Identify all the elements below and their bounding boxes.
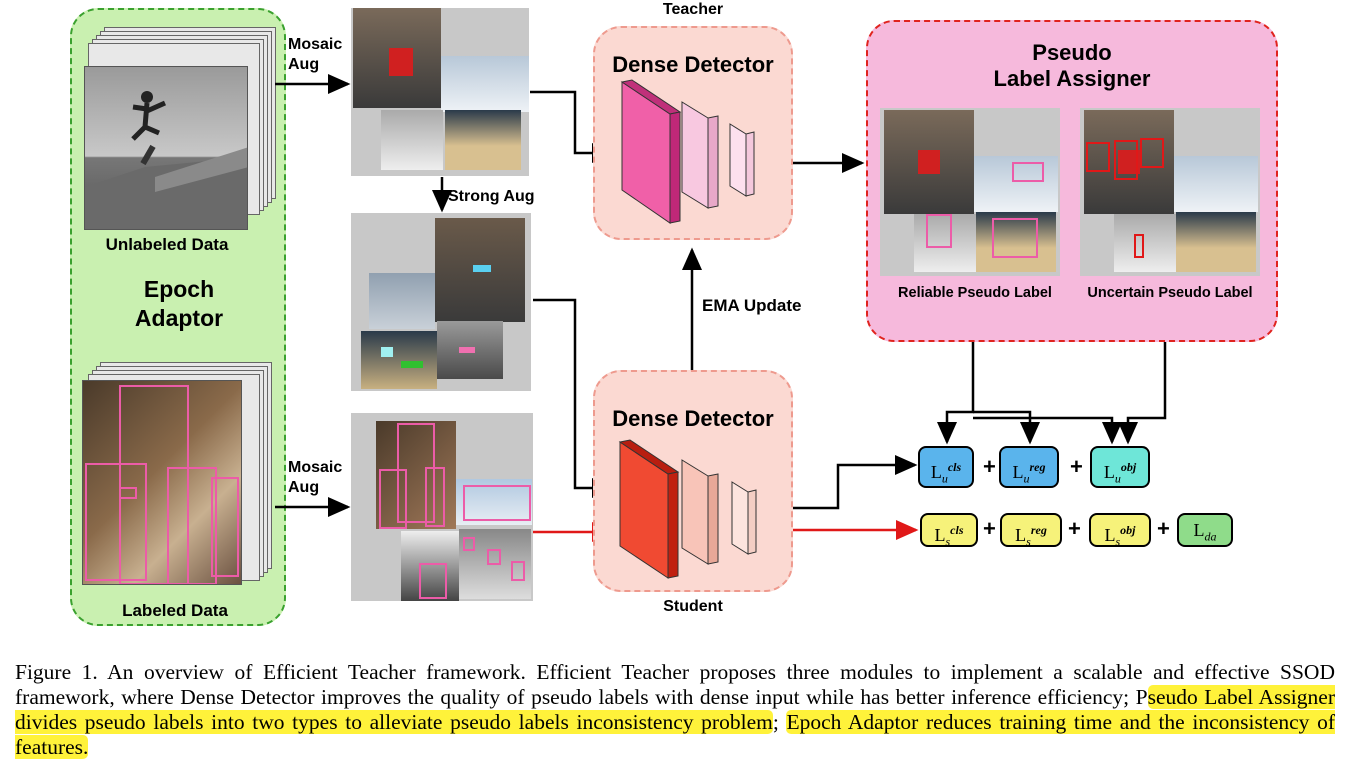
labeled-data-label: Labeled Data bbox=[122, 601, 228, 620]
teacher-network-blocks bbox=[620, 79, 755, 224]
uncertain-pseudo-label-text: Uncertain Pseudo Label bbox=[1087, 285, 1253, 301]
student-detector-title: Dense Detector bbox=[612, 406, 774, 431]
loss-da: Lda bbox=[1177, 513, 1233, 547]
uncertain-pseudo-label-image bbox=[1080, 108, 1260, 276]
reliable-pseudo-label-text: Reliable Pseudo Label bbox=[898, 285, 1052, 301]
labeled-people-photo bbox=[82, 380, 242, 585]
plus-sign: + bbox=[983, 454, 996, 479]
caption-separator: ; bbox=[772, 710, 787, 734]
loss-s-cls: Lscls bbox=[920, 513, 978, 549]
plus-sign: + bbox=[983, 516, 996, 541]
student-network-blocks bbox=[618, 439, 757, 579]
teacher-label: Teacher bbox=[662, 1, 724, 18]
skateboarder-photo bbox=[84, 66, 248, 230]
strong-aug-image bbox=[351, 213, 531, 391]
assigner-title: Pseudo Label Assigner bbox=[993, 40, 1151, 91]
strong-aug-label: Strong Aug bbox=[448, 188, 535, 205]
unlabeled-data-label: Unlabeled Data bbox=[105, 235, 229, 254]
mosaic-unlabeled-image bbox=[351, 8, 529, 176]
teacher-detector-title: Dense Detector bbox=[612, 52, 774, 77]
plus-sign: + bbox=[1070, 454, 1083, 479]
figure-caption: Figure 1. An overview of Efficient Teach… bbox=[15, 660, 1335, 760]
loss-u-obj: Luobj bbox=[1090, 446, 1150, 488]
loss-s-reg: Lsreg bbox=[1000, 513, 1062, 549]
ema-update-label: EMA Update bbox=[702, 296, 802, 315]
plus-sign: + bbox=[1157, 516, 1170, 541]
reliable-pseudo-label-image bbox=[880, 108, 1060, 276]
plus-sign: + bbox=[1068, 516, 1081, 541]
epoch-adaptor-title: Epoch Adaptor bbox=[134, 276, 224, 331]
mosaic-aug-bottom-label: Mosaic Aug bbox=[288, 459, 343, 496]
mosaic-aug-top-label: Mosaic Aug bbox=[288, 36, 343, 73]
caption-text: Figure 1. An overview of Efficient Teach… bbox=[15, 660, 1335, 709]
loss-s-obj: Lsobj bbox=[1089, 513, 1151, 549]
student-label: Student bbox=[663, 598, 723, 615]
loss-u-cls: Lucls bbox=[918, 446, 974, 488]
loss-u-reg: Lureg bbox=[999, 446, 1059, 488]
mosaic-labeled-image bbox=[351, 413, 533, 601]
